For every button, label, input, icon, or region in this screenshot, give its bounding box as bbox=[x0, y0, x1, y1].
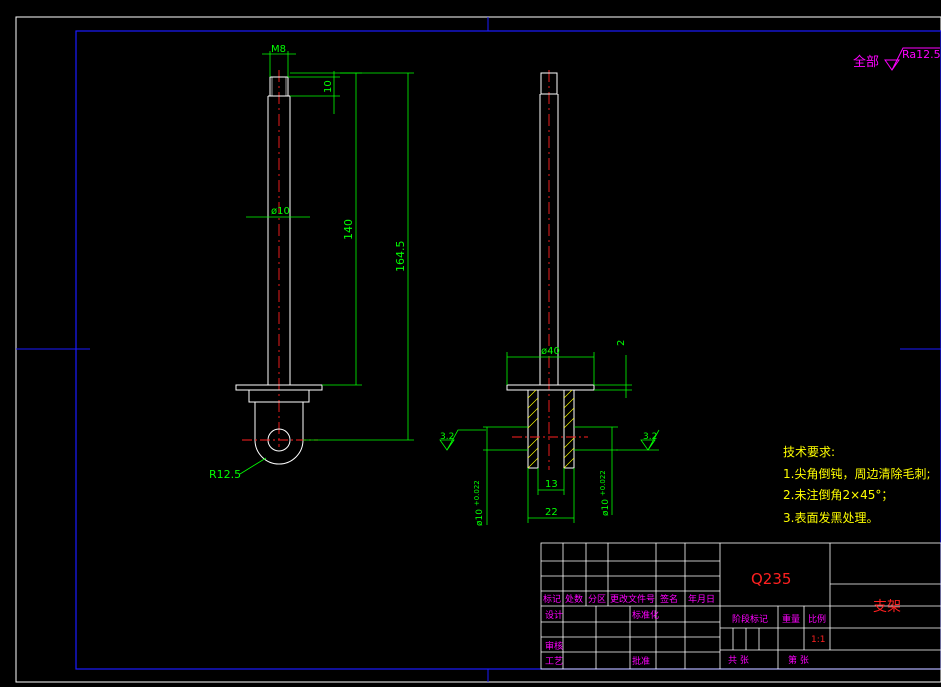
total-sheets: 共 张 bbox=[728, 655, 749, 666]
dim-bore-width: 13 bbox=[545, 479, 558, 490]
section-thread-end bbox=[540, 72, 558, 95]
tech-requirements-title: 技术要求: bbox=[783, 445, 835, 459]
header-cell: 签名 bbox=[660, 593, 678, 605]
roughness-right-icon bbox=[616, 429, 660, 451]
dim-flange-thickness: 2 bbox=[616, 340, 627, 346]
inner-border bbox=[75, 30, 941, 670]
tech-requirements: 技术要求: 1.尖角倒钝，周边清除毛刺; 2.未注倒角2×45°； 3.表面发黑… bbox=[783, 445, 931, 525]
row-process: 工艺 bbox=[545, 656, 563, 667]
weight-label: 重量 bbox=[782, 613, 800, 625]
header-cell: 分区 bbox=[588, 594, 606, 605]
dim-thread: M8 bbox=[271, 44, 286, 55]
front-view: M8 10 140 164.5 ø10 R12.5 bbox=[209, 44, 414, 481]
surface-finish-value: Ra12.5 bbox=[902, 48, 941, 61]
material: Q235 bbox=[751, 570, 791, 588]
roughness-symbol-icon bbox=[884, 47, 940, 71]
scale-value: 1:1 bbox=[811, 635, 825, 645]
dim-fillet-radius: R12.5 bbox=[209, 468, 241, 481]
flange bbox=[235, 384, 323, 391]
title-block bbox=[540, 542, 941, 670]
scale-label: 比例 bbox=[808, 613, 826, 625]
dim-boss-width: 22 bbox=[545, 507, 558, 518]
surface-finish-note: 全部 Ra12.5 bbox=[853, 47, 941, 71]
row-design: 设计 bbox=[545, 609, 563, 621]
dim-bore-tolerance-left: ø10 +0.022 bbox=[473, 480, 485, 526]
tech-requirement-item: 3.表面发黑处理。 bbox=[783, 510, 878, 525]
dim-shaft-diameter: ø10 bbox=[271, 206, 290, 217]
title-block-text: 标记 处数 分区 更改文件号 签名 年月日 设计 标准化 审核 工艺 批准 阶段… bbox=[543, 593, 826, 667]
tech-requirement-item: 2.未注倒角2×45°； bbox=[783, 487, 893, 502]
outer-border bbox=[15, 16, 941, 683]
front-view-dimensions: M8 10 140 164.5 ø10 R12.5 bbox=[209, 44, 414, 481]
drawing-frame bbox=[15, 16, 941, 683]
stage-mark: 阶段标记 bbox=[732, 613, 768, 625]
roughness-left-icon bbox=[439, 429, 486, 451]
dim-bore-tolerance-right: ø10 +0.022 bbox=[599, 470, 611, 516]
dim-total-length: 164.5 bbox=[394, 241, 407, 273]
dim-roughness-left: 3.2 bbox=[440, 432, 454, 442]
section-flange bbox=[506, 384, 595, 391]
row-review: 审核 bbox=[545, 640, 563, 652]
clevis-body bbox=[248, 390, 310, 465]
row-standard: 标准化 bbox=[632, 609, 659, 621]
section-hatching bbox=[527, 389, 575, 469]
boss-wall-left bbox=[527, 389, 539, 469]
header-cell: 更改文件号 bbox=[610, 593, 655, 605]
boss-wall-right bbox=[563, 389, 575, 469]
dim-shaft-length: 140 bbox=[342, 219, 355, 240]
sheet-number: 第 张 bbox=[788, 654, 809, 666]
section-view-dimensions: ø40 2 ø10 +0.022 ø10 +0.022 13 bbox=[439, 340, 660, 526]
surface-finish-prefix: 全部 bbox=[853, 54, 879, 70]
header-cell: 标记 bbox=[543, 593, 561, 605]
tech-requirement-item: 1.尖角倒钝，周边清除毛刺; bbox=[783, 466, 931, 481]
row-approve: 批准 bbox=[632, 655, 650, 667]
dim-roughness-right: 3.2 bbox=[643, 432, 657, 442]
header-cell: 处数 bbox=[565, 593, 583, 605]
dim-flange-diameter: ø40 bbox=[541, 346, 560, 357]
part-name: 支架 bbox=[873, 599, 901, 615]
section-view: ø40 2 ø10 +0.022 ø10 +0.022 13 bbox=[439, 70, 660, 526]
header-cell: 年月日 bbox=[688, 593, 715, 605]
dim-thread-length: 10 bbox=[323, 80, 334, 93]
